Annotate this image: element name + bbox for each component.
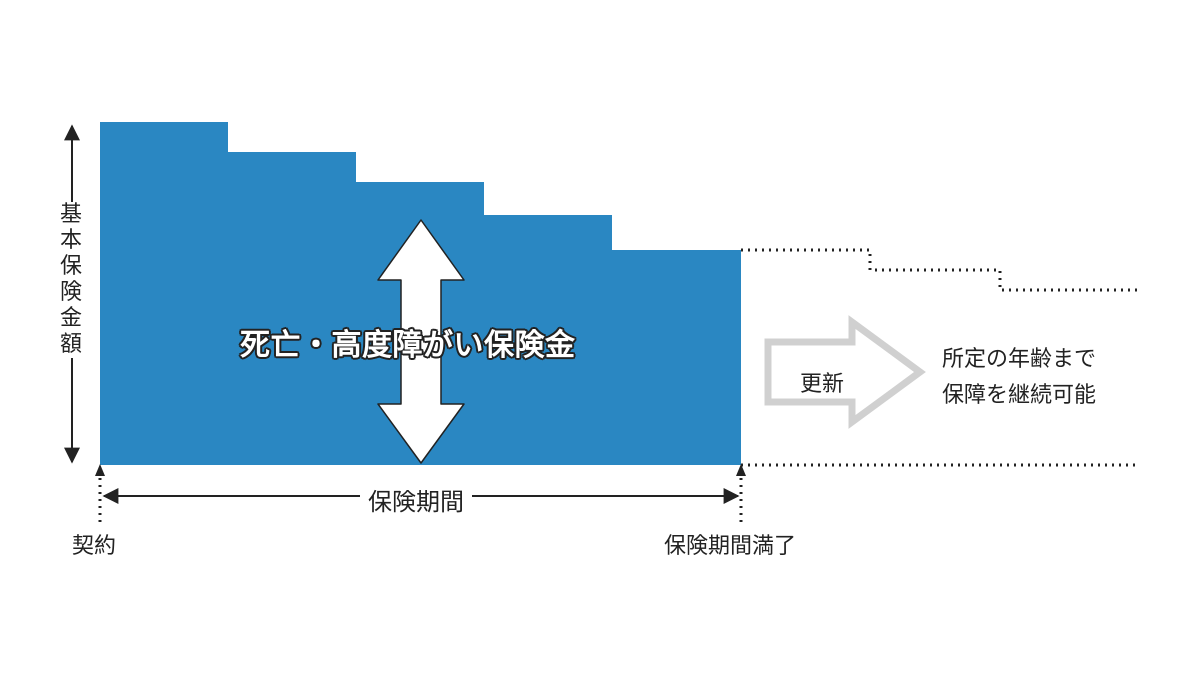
y-axis-label-char: 本	[59, 228, 82, 253]
y-axis-label: 基本保険金額	[58, 202, 84, 358]
contract-label: 契約	[72, 534, 117, 559]
renewal-label: 更新	[800, 372, 845, 397]
expiry-marker-arrowhead	[736, 464, 746, 476]
y-axis-label-char: 保	[59, 254, 82, 279]
y-axis-label-char: 基	[59, 202, 82, 227]
expiry-label: 保険期間満了	[664, 534, 797, 559]
y-axis-label-char: 険	[59, 280, 82, 305]
renewal-note-line: 保障を継続可能	[942, 383, 1097, 408]
renewal-note-line: 所定の年齢まで	[942, 347, 1097, 372]
renewal-note: 所定の年齢まで 保障を継続可能	[942, 342, 1096, 414]
benefit-label: 死亡・高度障がい保険金	[240, 328, 576, 363]
period-label: 保険期間	[360, 482, 472, 517]
contract-marker-arrowhead	[95, 464, 105, 476]
renewal-arrow	[764, 315, 926, 429]
benefit-double-arrow	[377, 219, 465, 464]
y-axis-label-char: 額	[59, 332, 82, 357]
y-axis-label-char: 金	[59, 306, 82, 331]
renewal-coverage-dotted-top	[741, 248, 1140, 292]
